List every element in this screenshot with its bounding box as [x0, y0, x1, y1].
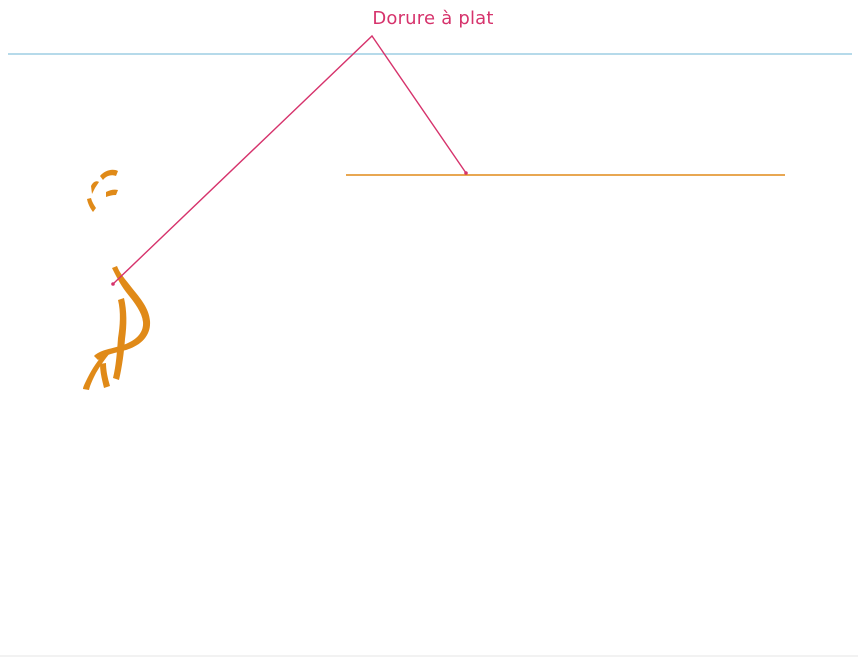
annotation-label: Dorure à plat [340, 8, 526, 30]
annotation-pointer [113, 36, 466, 284]
pointer-end-left [111, 282, 115, 286]
gold-dot-ornament-icon [87, 170, 118, 212]
gold-letter-flourish-icon [83, 266, 150, 390]
pointer-end-right [464, 171, 468, 175]
